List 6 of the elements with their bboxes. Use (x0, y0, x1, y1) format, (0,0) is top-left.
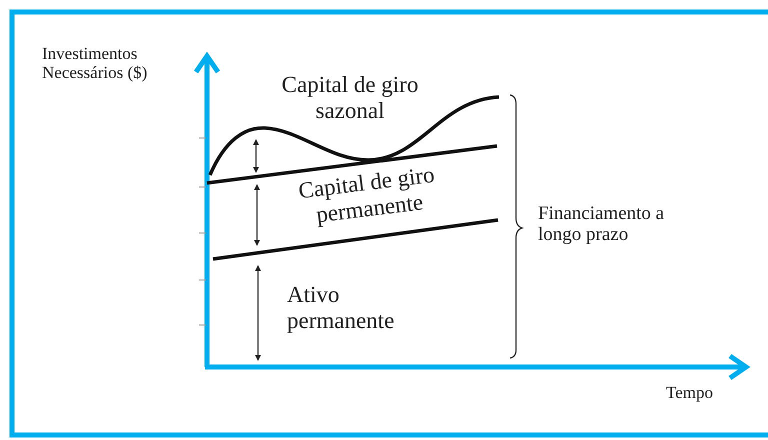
brace-label: Financiamento a longo prazo (538, 203, 666, 246)
axis-label: Investimentos Necessários ($) (42, 44, 148, 82)
axis-label: Tempo (666, 383, 714, 402)
region-label: Ativo permanente (287, 282, 396, 334)
region-label: Capital de giro permanente (296, 160, 437, 230)
region-label: Capital de giro sazonal (280, 72, 420, 124)
